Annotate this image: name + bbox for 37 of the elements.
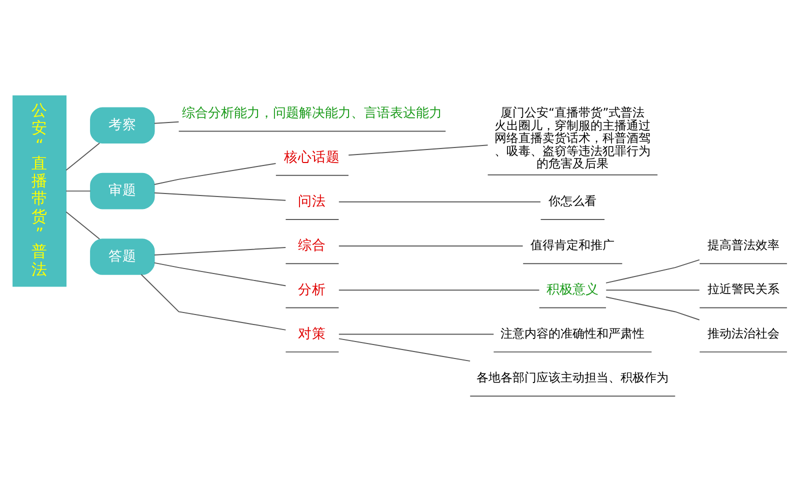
- connector: [338, 200, 541, 202]
- node-text: 拉近警民关系: [707, 282, 780, 296]
- node-box: 审题: [90, 172, 155, 209]
- connector: [348, 144, 488, 156]
- connector: [606, 296, 700, 320]
- node-text: 注意内容的准确性和严肃性: [500, 326, 645, 340]
- connector: [606, 258, 700, 283]
- node-box: 答题: [90, 238, 155, 274]
- node-text: 分析: [298, 281, 326, 298]
- connector: [66, 210, 100, 239]
- connector: [154, 246, 286, 255]
- node-text: 值得肯定和推广: [530, 238, 615, 252]
- connector: [154, 262, 286, 286]
- node-box: 公安“直播带货”普法: [12, 94, 66, 286]
- connector: [66, 190, 91, 192]
- connector: [154, 192, 286, 200]
- connector: [338, 338, 471, 362]
- node-text: 推动法治社会: [707, 326, 780, 340]
- connector: [66, 142, 100, 170]
- node-text: 综合: [298, 237, 326, 254]
- connector: [338, 333, 494, 334]
- node-text: 综合分析能力，问题解决能力、言语表达能力: [182, 105, 442, 120]
- connector: [338, 245, 524, 246]
- node-box: 考察: [90, 106, 155, 143]
- node-text: 提高普法效率: [707, 238, 780, 252]
- node-text: 你怎么看: [548, 193, 597, 208]
- node-text: 核心话题: [284, 148, 340, 165]
- node-text: 对策: [298, 325, 326, 342]
- connector: [140, 273, 286, 330]
- node-text: 积极意义: [546, 282, 599, 297]
- node-text: 厦门公安“直播带货”式普法火出圈儿，穿制服的主播通过网络直播卖货话术，科普酒驾、吸毒、盗窃等违法犯罪行为的危害及后果: [494, 105, 651, 170]
- node-text: 各地各部门应该主动担当、积极作为: [476, 370, 669, 384]
- connector: [338, 289, 540, 290]
- connector: [606, 289, 700, 290]
- connector: [154, 120, 180, 124]
- connector: [154, 162, 276, 184]
- node-text: 问法: [298, 192, 326, 209]
